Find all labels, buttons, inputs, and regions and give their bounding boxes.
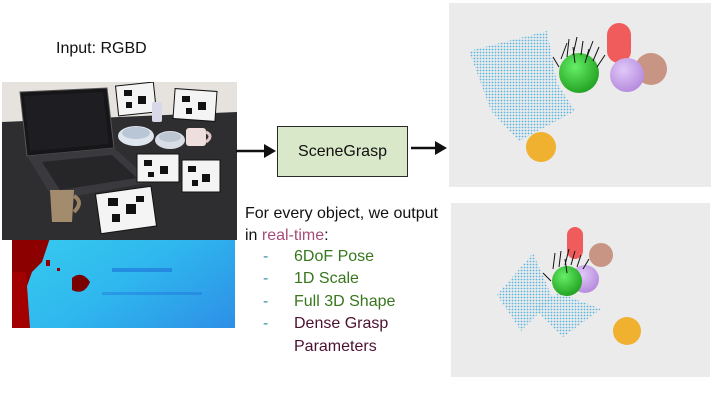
input-title: Input: RGBD — [56, 40, 147, 57]
output-description: For every object, we output in real-time… — [245, 203, 445, 248]
list-item: - Full 3D Shape — [260, 291, 460, 313]
output-list: - 6DoF Pose - 1D Scale - Full 3D Shape - Den… — [260, 246, 460, 358]
list-item-label: 6DoF Pose — [294, 248, 375, 265]
arrow-right-icon — [236, 144, 276, 158]
laptop-base-pointcloud — [491, 83, 575, 141]
list-item-label: 1D Scale — [294, 270, 359, 288]
realtime-highlight: real-time — [261, 227, 325, 245]
output-intro-text: For every object, we output in — [245, 205, 438, 245]
laptop-pointcloud — [497, 253, 553, 331]
list-item-label: Full 3D Shape — [294, 292, 396, 310]
scene-render-bottom — [451, 203, 710, 377]
bullet-dash: - — [263, 270, 269, 288]
scenegrasp-module: SceneGrasp — [277, 126, 408, 177]
list-item-label: Dense Grasp Parameters — [294, 315, 389, 355]
bullet-dash: - — [263, 292, 269, 310]
rgb-image — [2, 82, 237, 240]
output-intro-suffix: : — [324, 227, 329, 245]
list-item: - Dense Grasp Parameters — [260, 313, 460, 358]
list-item: - 1D Scale — [260, 268, 460, 290]
bullet-dash: - — [263, 248, 269, 265]
arrow-right-icon — [411, 141, 447, 155]
scene-render-top — [449, 3, 711, 187]
bullet-dash: - — [263, 315, 269, 333]
laptop-pointcloud — [469, 31, 557, 111]
laptop-base-pointcloud — [533, 293, 601, 337]
list-item: - 6DoF Pose — [260, 246, 460, 268]
